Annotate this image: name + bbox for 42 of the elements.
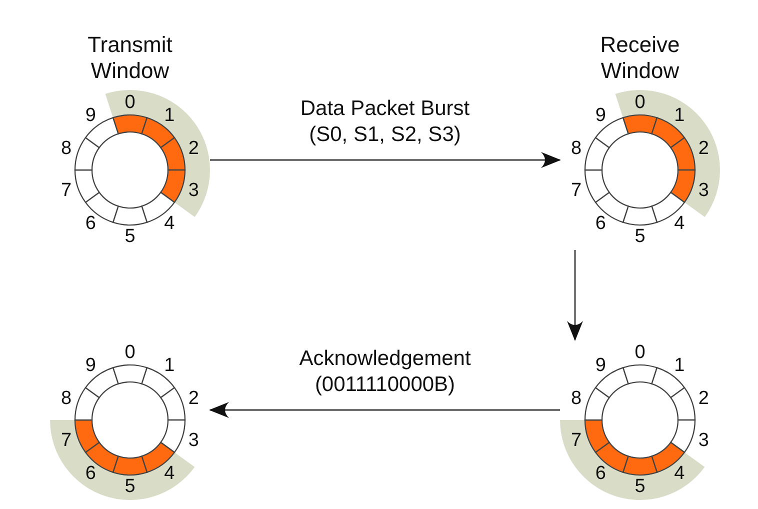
sequence-number: 9 (84, 104, 97, 127)
sequence-number: 4 (163, 213, 176, 236)
sequence-number: 7 (60, 430, 73, 452)
sequence-number: 2 (697, 138, 710, 160)
sequence-number: 4 (163, 463, 176, 486)
sequence-number: 7 (570, 430, 583, 452)
sequence-number: 3 (187, 430, 200, 452)
sequence-number: 8 (60, 388, 73, 410)
sequence-number: 7 (570, 180, 583, 202)
sequence-number: 7 (60, 180, 73, 202)
sequence-number: 8 (570, 388, 583, 410)
sequence-number: 1 (163, 354, 176, 377)
sequence-number: 2 (187, 388, 200, 410)
window-title: Transmit Window (86, 32, 174, 85)
sequence-number: 5 (634, 476, 646, 498)
sequence-number: 3 (697, 180, 710, 202)
sequence-number: 0 (124, 342, 136, 364)
sequence-number: 4 (673, 463, 686, 486)
sequence-number: 2 (187, 138, 200, 160)
sequence-number: 5 (124, 476, 136, 498)
sequence-number: 9 (594, 104, 607, 127)
sequence-number: 1 (673, 354, 686, 377)
sequence-number: 5 (634, 226, 646, 248)
sequence-number: 6 (594, 463, 607, 486)
sequence-number: 1 (673, 104, 686, 127)
sequence-number: 9 (84, 354, 97, 377)
sequence-number: 8 (570, 138, 583, 160)
sequence-number: 8 (60, 138, 73, 160)
sequence-number: 5 (124, 226, 136, 248)
sequence-number: 3 (697, 430, 710, 452)
sequence-number: 0 (634, 92, 646, 114)
sequence-number: 2 (697, 388, 710, 410)
sequence-number: 0 (634, 342, 646, 364)
sequence-number: 0 (124, 92, 136, 114)
sequence-number: 6 (84, 463, 97, 486)
window-title: Receive Window (599, 32, 681, 85)
sequence-number: 6 (594, 213, 607, 236)
sequence-number: 6 (84, 213, 97, 236)
sequence-number: 4 (673, 213, 686, 236)
sequence-number: 1 (163, 104, 176, 127)
sequence-number: 9 (594, 354, 607, 377)
sequence-number: 3 (187, 180, 200, 202)
